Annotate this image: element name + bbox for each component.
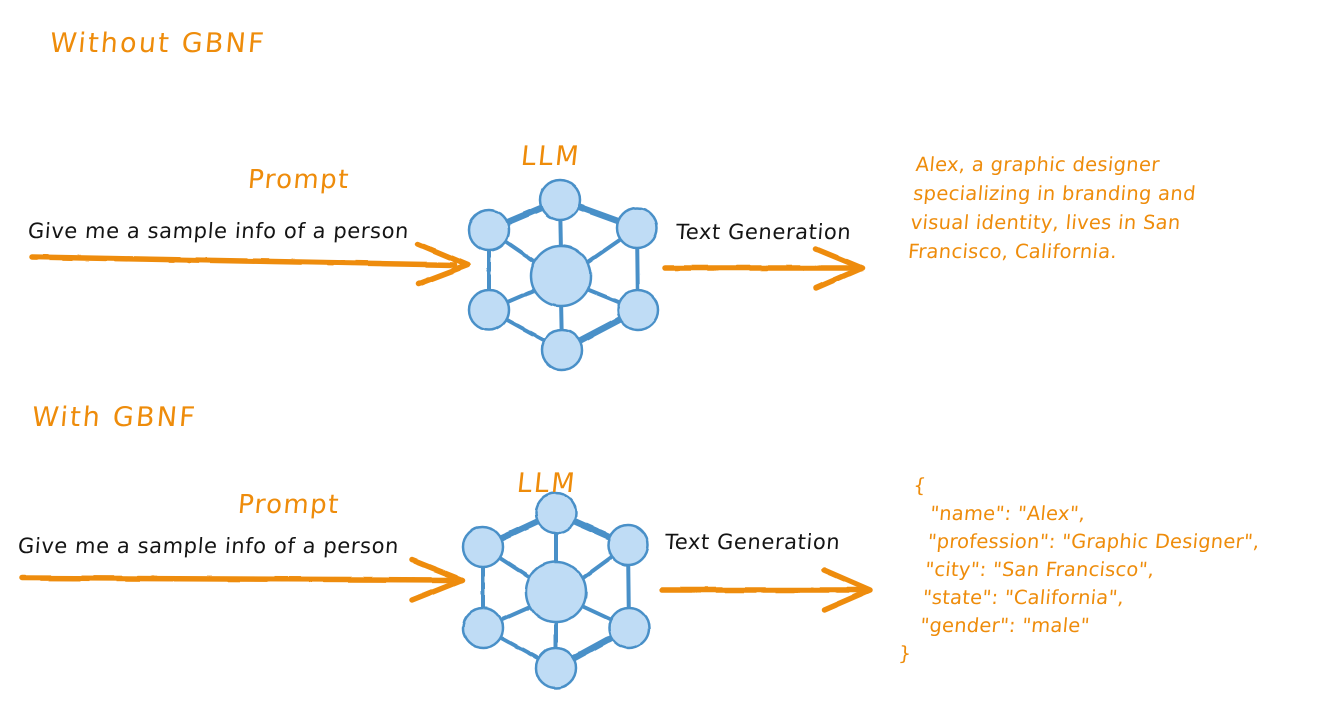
prompt-text-section-1: Give me a sample info of a person <box>27 219 410 243</box>
prompt-label-section-1: Prompt <box>246 165 351 195</box>
output-prose-section-1: Alex, a graphic designer specializing in… <box>907 153 1197 263</box>
prompt-label-section-2: Prompt <box>236 490 341 520</box>
output-json-section-2: { "name": "Alex", "profession": "Graphic… <box>897 474 1261 665</box>
llm-label-section-1: LLM <box>519 141 583 172</box>
generation-arrow-section-2 <box>659 567 873 613</box>
generation-arrow-section-1 <box>662 246 865 291</box>
prompt-text-section-2: Give me a sample info of a person <box>17 534 400 558</box>
prompt-arrow-section-1 <box>29 241 471 287</box>
llm-label-section-2: LLM <box>515 468 579 499</box>
prompt-arrow-section-2 <box>19 557 465 603</box>
llm-network-section-1 <box>467 178 660 372</box>
section-title-with-gbnf: With GBNF <box>30 402 199 433</box>
generation-label-section-2: Text Generation <box>664 530 842 554</box>
generation-label-section-1: Text Generation <box>675 220 853 244</box>
section-title-without-gbnf: Without GBNF <box>48 28 268 59</box>
llm-network-section-2 <box>461 491 651 690</box>
